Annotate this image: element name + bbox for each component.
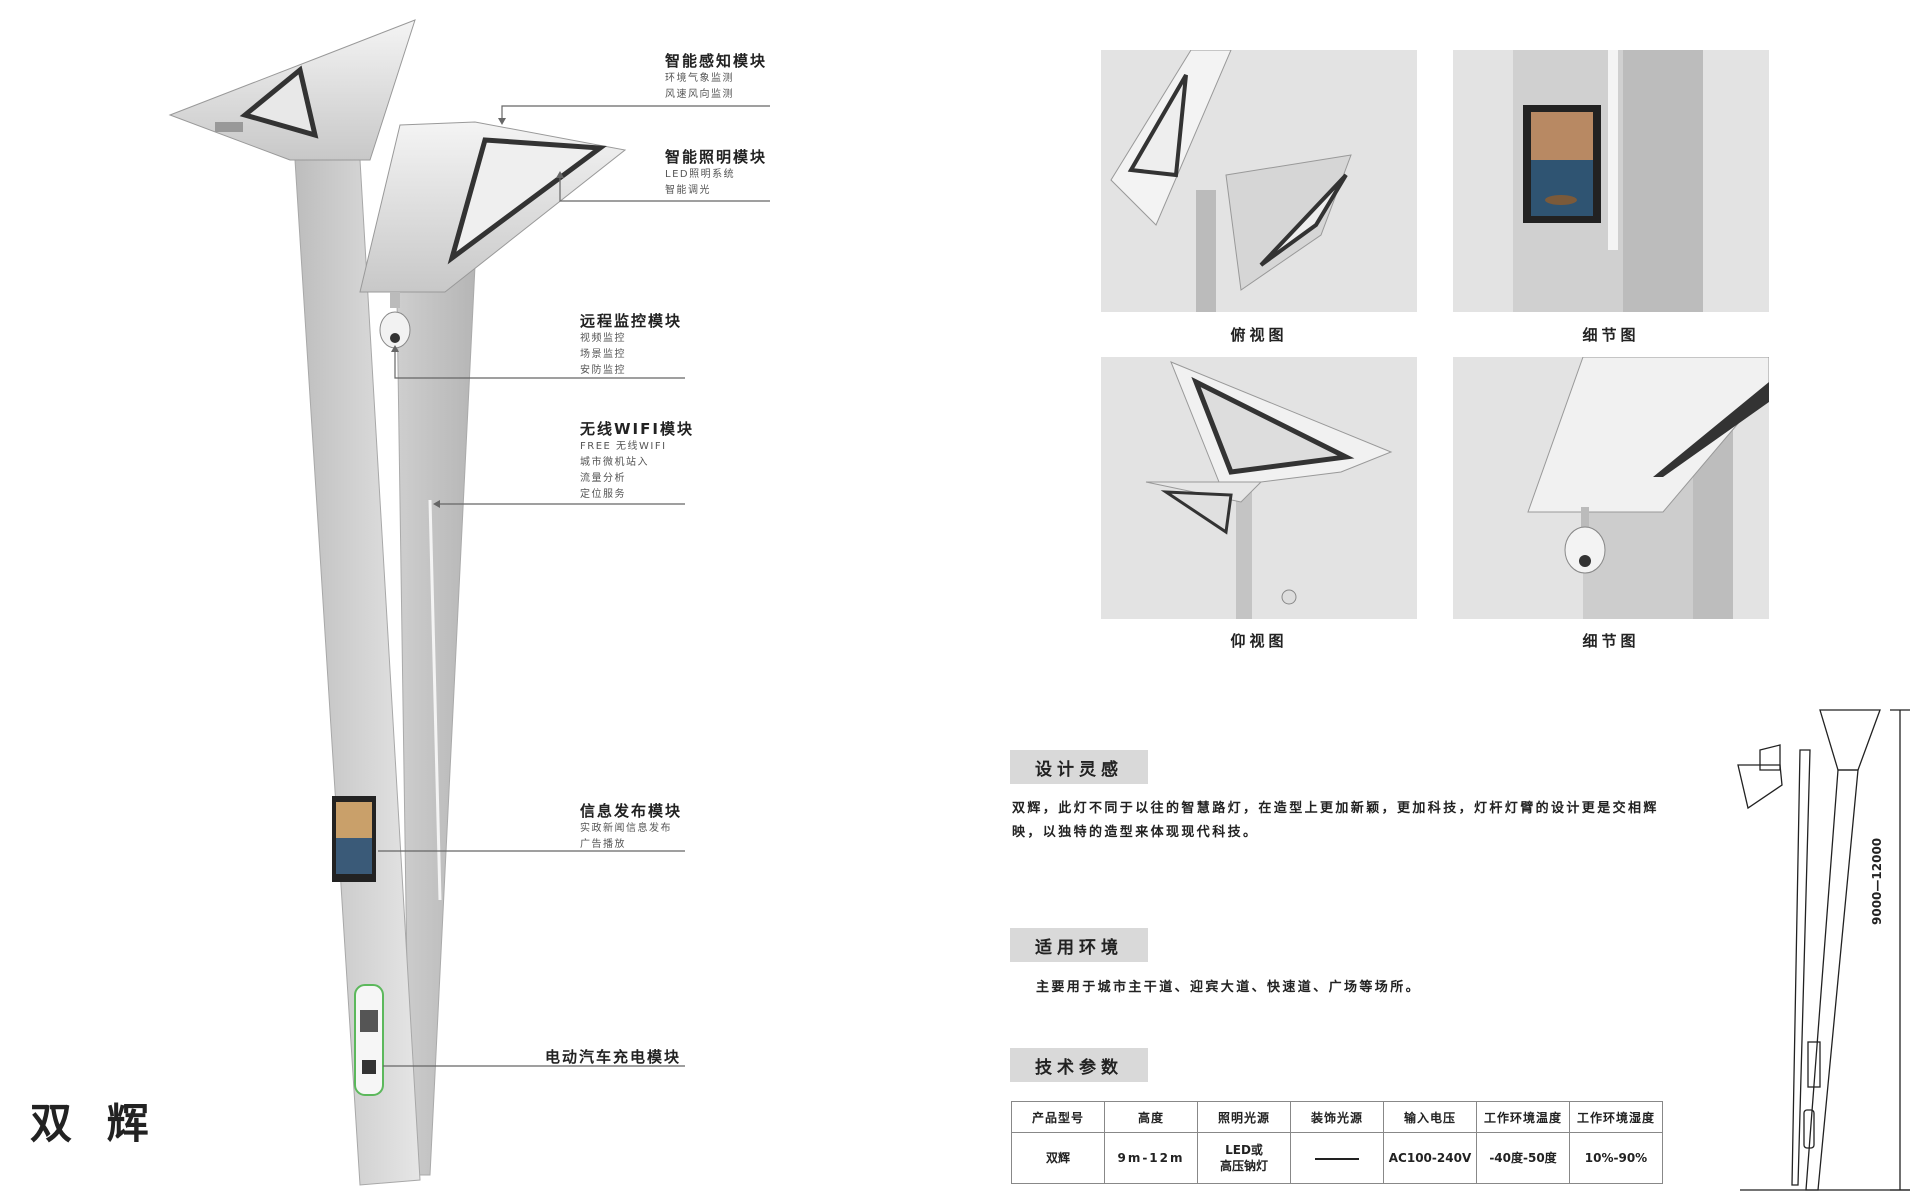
elevation-drawing [1737,709,1910,1191]
table-header-row: 产品型号 高度 照明光源 装饰光源 输入电压 工作环境温度 工作环境湿度 [1011,1101,1663,1133]
module-line: 场景监控 [580,349,626,360]
spec-table: 产品型号 高度 照明光源 装饰光源 输入电压 工作环境温度 工作环境湿度 双辉 … [1011,1101,1663,1184]
spec-model: 双辉 [1011,1132,1105,1184]
module-smart-sensing: 智能感知模块 环境气象监测 风速风向监测 [665,50,767,103]
view-top [1101,50,1417,312]
spec-humidity: 10%-90% [1569,1132,1663,1184]
table-header: 工作环境温度 [1476,1101,1570,1133]
table-header: 高度 [1104,1101,1198,1133]
spec-voltage: AC100-240V [1383,1132,1477,1184]
module-line: 视频监控 [580,333,626,344]
section-heading-specs: 技术参数 [1010,1048,1148,1082]
module-title: 智能感知模块 [665,52,768,70]
table-header: 输入电压 [1383,1101,1477,1133]
module-ev-charging: 电动汽车充电模块 [545,1046,681,1067]
view-caption: 仰视图 [1230,632,1288,650]
spec-decor-source [1290,1132,1384,1184]
table-row: 双辉 9m-12m LED或 高压钠灯 AC100-240V -40度-50度 … [1011,1132,1663,1184]
spec-light-source-line1: LED或 [1225,1143,1263,1157]
view-bottom [1101,357,1417,619]
module-line: 实政新闻信息发布 [580,823,672,834]
module-line: 流量分析 [580,473,626,484]
design-description: 双辉，此灯不同于以往的智慧路灯，在造型上更加新颖，更加科技，灯杆灯臂的设计更是交… [1012,801,1659,840]
module-remote-monitoring: 远程监控模块 视频监控 场景监控 安防监控 [580,310,682,379]
table-header: 装饰光源 [1290,1101,1384,1133]
dash-mark [1315,1157,1359,1160]
section-heading-design: 设计灵感 [1010,750,1148,784]
spec-light-source: LED或 高压钠灯 [1197,1132,1291,1184]
module-line: 风速风向监测 [665,89,734,100]
module-line: LED照明系统 [665,169,736,180]
module-line: FREE 无线WIFI [580,441,667,452]
module-line: 安防监控 [580,365,626,376]
dimension-label: 9000—12000 [1870,837,1884,925]
module-title: 无线WIFI模块 [580,420,694,438]
view-detail-screen [1453,50,1769,312]
table-header: 工作环境湿度 [1569,1101,1663,1133]
view-caption: 细节图 [1582,326,1640,344]
module-title: 信息发布模块 [580,802,683,820]
view-detail-camera [1453,357,1769,619]
module-wifi: 无线WIFI模块 FREE 无线WIFI 城市微机站入 流量分析 定位服务 [580,418,694,503]
module-line: 定位服务 [580,489,626,500]
view-caption: 细节图 [1582,632,1640,650]
environment-description: 主要用于城市主干道、迎宾大道、快速道、广场等场所。 [1036,980,1422,995]
module-smart-lighting: 智能照明模块 LED照明系统 智能调光 [665,146,767,199]
ev-charger [354,984,384,1096]
spec-height: 9m-12m [1104,1132,1198,1184]
spec-temperature: -40度-50度 [1476,1132,1570,1184]
module-line: 城市微机站入 [580,457,649,468]
module-title: 远程监控模块 [580,312,683,330]
spec-light-source-line2: 高压钠灯 [1219,1159,1268,1173]
module-title: 智能照明模块 [665,148,768,166]
camera-icon [1564,526,1606,574]
module-line: 环境气象监测 [665,73,734,84]
view-caption: 俯视图 [1230,326,1288,344]
table-header: 产品型号 [1011,1101,1105,1133]
module-line: 智能调光 [665,185,711,196]
product-name: 双 辉 [30,1099,159,1148]
table-header: 照明光源 [1197,1101,1291,1133]
module-line: 广告播放 [580,839,626,850]
module-title: 电动汽车充电模块 [545,1048,682,1066]
hero-pole-illustration [168,19,770,1186]
section-heading-environment: 适用环境 [1010,928,1148,962]
module-info-release: 信息发布模块 实政新闻信息发布 广告播放 [580,800,682,853]
